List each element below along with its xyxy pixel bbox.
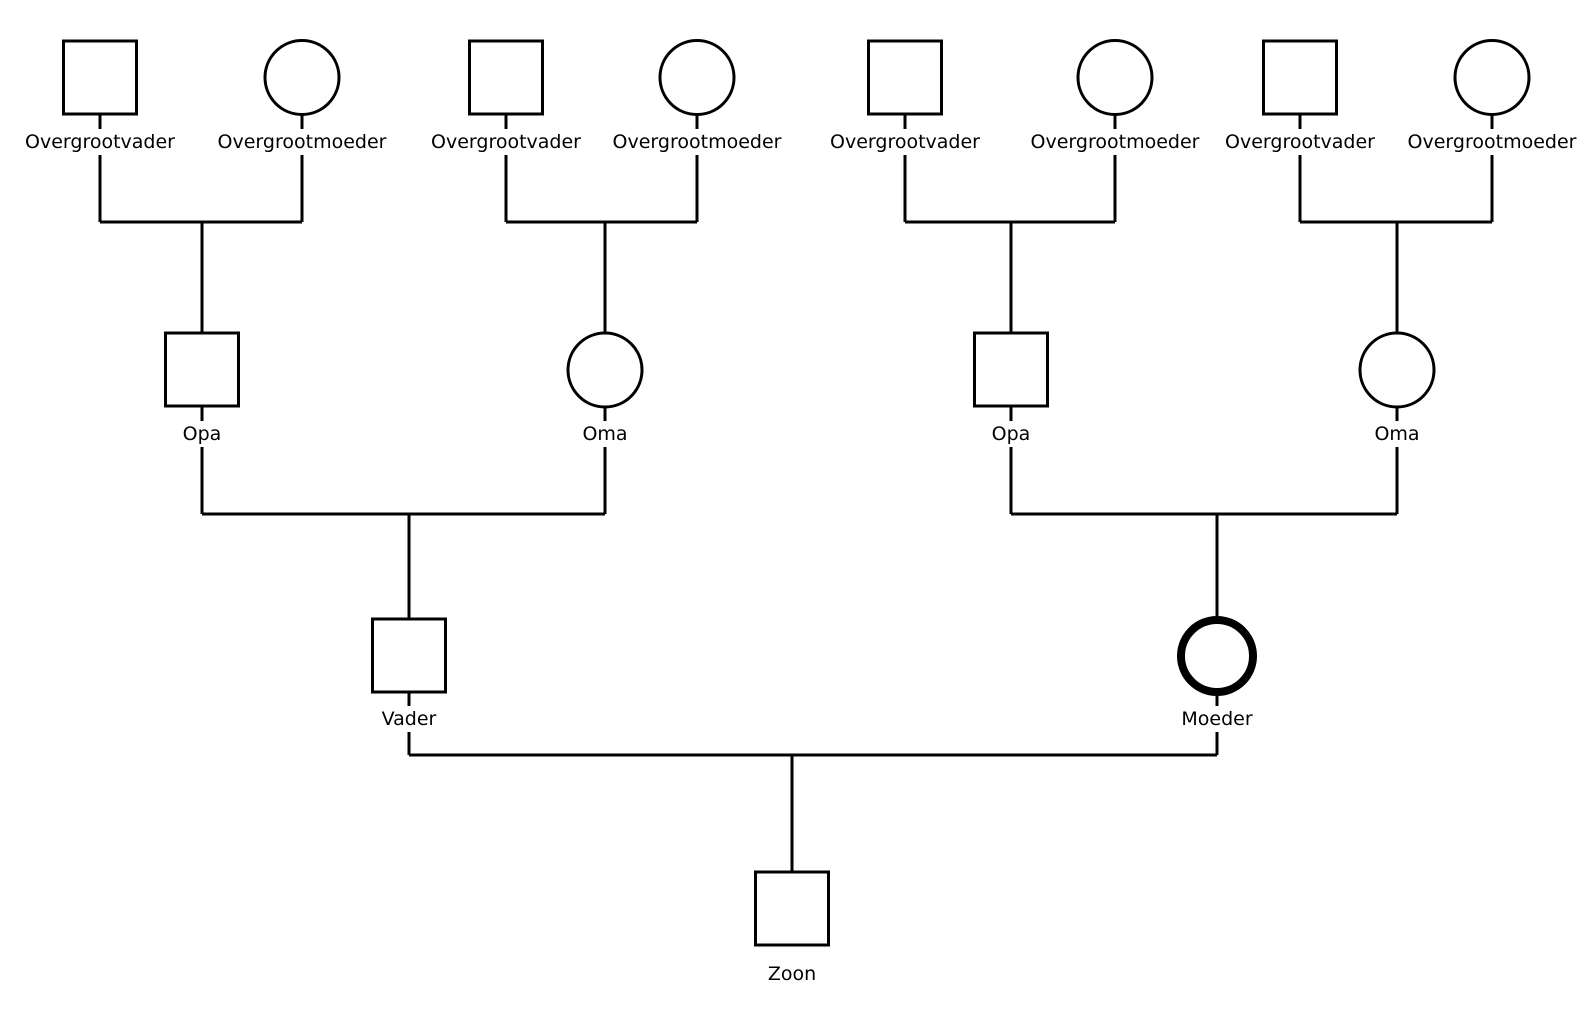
person-node-overgrootvader-1[interactable] [62, 39, 138, 116]
label-background [1177, 706, 1257, 732]
label-background [987, 421, 1035, 447]
label-background [826, 129, 985, 155]
person-label-oma-2: Oma [1374, 423, 1419, 445]
person-node-overgrootmoeder-4[interactable] [1453, 39, 1531, 116]
person-label-overgrootmoeder-3: Overgrootmoeder [1031, 131, 1200, 153]
label-background [1026, 129, 1204, 155]
person-node-overgrootvader-4[interactable] [1262, 39, 1338, 116]
person-node-overgrootmoeder-1[interactable] [263, 39, 341, 116]
person-node-opa-2[interactable] [973, 331, 1049, 408]
label-background [377, 706, 441, 732]
person-node-zoon[interactable] [754, 870, 830, 947]
person-label-overgrootmoeder-1: Overgrootmoeder [218, 131, 387, 153]
label-background [578, 421, 632, 447]
label-background [1221, 129, 1380, 155]
label-background [427, 129, 586, 155]
person-label-opa-1: Opa [183, 423, 222, 445]
person-label-overgrootvader-4: Overgrootvader [1225, 131, 1375, 153]
person-node-oma-1[interactable] [566, 331, 644, 409]
person-node-overgrootmoeder-2[interactable] [658, 39, 736, 116]
person-label-moeder: Moeder [1181, 708, 1252, 730]
person-label-vader: Vader [382, 708, 437, 730]
label-background [608, 129, 786, 155]
label-background [1403, 129, 1581, 155]
label-background [21, 129, 180, 155]
person-label-overgrootvader-1: Overgrootvader [25, 131, 175, 153]
label-background [763, 961, 821, 987]
person-label-overgrootvader-3: Overgrootvader [830, 131, 980, 153]
person-node-overgrootvader-3[interactable] [867, 39, 943, 116]
label-background [178, 421, 226, 447]
label-background [1370, 421, 1424, 447]
person-label-overgrootmoeder-4: Overgrootmoeder [1408, 131, 1577, 153]
person-node-oma-2[interactable] [1358, 331, 1436, 409]
person-node-vader[interactable] [371, 617, 447, 694]
label-background [213, 129, 391, 155]
person-label-zoon: Zoon [768, 963, 816, 985]
person-label-overgrootmoeder-2: Overgrootmoeder [613, 131, 782, 153]
person-node-opa-1[interactable] [164, 331, 240, 408]
person-label-oma-1: Oma [582, 423, 627, 445]
person-node-moeder[interactable] [1177, 616, 1257, 696]
person-node-overgrootmoeder-3[interactable] [1076, 39, 1154, 116]
person-node-overgrootvader-2[interactable] [468, 39, 544, 116]
person-label-opa-2: Opa [992, 423, 1031, 445]
person-label-overgrootvader-2: Overgrootvader [431, 131, 581, 153]
